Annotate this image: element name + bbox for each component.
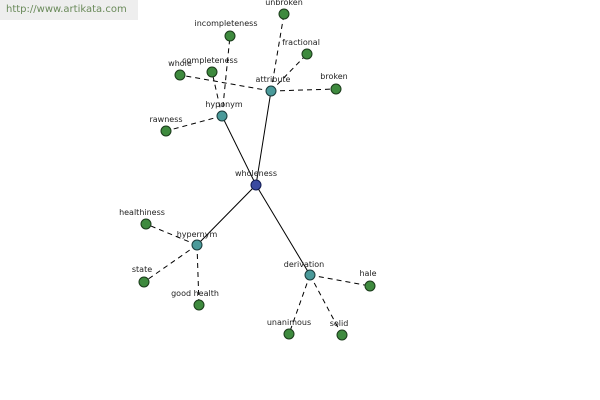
node-label-attribute[interactable]: attribute <box>256 75 291 84</box>
node-label-incompleteness[interactable]: incompleteness <box>195 19 258 28</box>
watermark-link[interactable]: http://www.artikata.com <box>0 0 138 20</box>
edge-wholeness-hypernym <box>196 184 257 246</box>
node-label-whole[interactable]: whole <box>168 59 192 68</box>
node-attribute[interactable] <box>265 85 277 97</box>
node-whole[interactable] <box>174 69 186 81</box>
edge-hyponym-completeness <box>211 71 223 117</box>
node-hale[interactable] <box>364 280 376 292</box>
node-incompleteness[interactable] <box>224 30 236 42</box>
node-hyponym[interactable] <box>216 110 228 122</box>
labels-layer: wholeness hyponym attribute hypernym derivat… <box>119 0 377 328</box>
node-label-hale[interactable]: hale <box>359 269 376 278</box>
edge-derivation-hale <box>309 274 371 287</box>
nodes-layer <box>138 8 376 341</box>
node-label-hyponym[interactable]: hyponym <box>205 100 243 109</box>
node-label-good-health[interactable]: good health <box>171 289 219 298</box>
node-label-broken[interactable]: broken <box>320 72 347 81</box>
edge-wholeness-derivation <box>255 184 311 276</box>
node-label-hypernym[interactable]: hypernym <box>177 230 218 239</box>
node-label-unbroken[interactable]: unbroken <box>265 0 303 7</box>
node-fractional[interactable] <box>301 48 313 60</box>
node-label-solid[interactable]: solid <box>330 319 349 328</box>
node-label-fractional[interactable]: fractional <box>282 38 320 47</box>
edges-layer <box>143 13 371 336</box>
node-broken[interactable] <box>330 83 342 95</box>
node-solid[interactable] <box>336 329 348 341</box>
node-rawness[interactable] <box>160 125 172 137</box>
node-label-state[interactable]: state <box>132 265 152 274</box>
node-label-rawness[interactable]: rawness <box>149 115 182 124</box>
edge-hyponym-incompleteness <box>221 35 231 117</box>
edge-hyponym-rawness <box>165 115 223 132</box>
node-good-health[interactable] <box>193 299 205 311</box>
edge-hypernym-healthiness <box>145 223 198 246</box>
edge-hypernym-good-health <box>196 244 200 306</box>
edge-attribute-broken <box>270 88 337 92</box>
node-label-healthiness[interactable]: healthiness <box>119 208 165 217</box>
node-wholeness[interactable] <box>250 179 262 191</box>
node-hypernym[interactable] <box>191 239 203 251</box>
edge-attribute-unbroken <box>270 13 285 92</box>
edge-attribute-whole <box>179 74 272 92</box>
node-healthiness[interactable] <box>140 218 152 230</box>
node-state[interactable] <box>138 276 150 288</box>
node-completeness[interactable] <box>206 66 218 78</box>
node-label-unanimous[interactable]: unanimous <box>267 318 311 327</box>
node-label-derivation[interactable]: derivation <box>284 260 324 269</box>
node-derivation[interactable] <box>304 269 316 281</box>
edge-hypernym-state <box>143 244 198 283</box>
edge-derivation-solid <box>309 274 343 336</box>
node-label-wholeness[interactable]: wholeness <box>235 169 277 178</box>
edge-wholeness-hyponym <box>221 115 257 186</box>
node-label-completeness[interactable]: completeness <box>182 56 238 65</box>
node-unbroken[interactable] <box>278 8 290 20</box>
node-unanimous[interactable] <box>283 328 295 340</box>
edge-wholeness-attribute <box>255 90 272 186</box>
edge-derivation-unanimous <box>288 274 311 335</box>
